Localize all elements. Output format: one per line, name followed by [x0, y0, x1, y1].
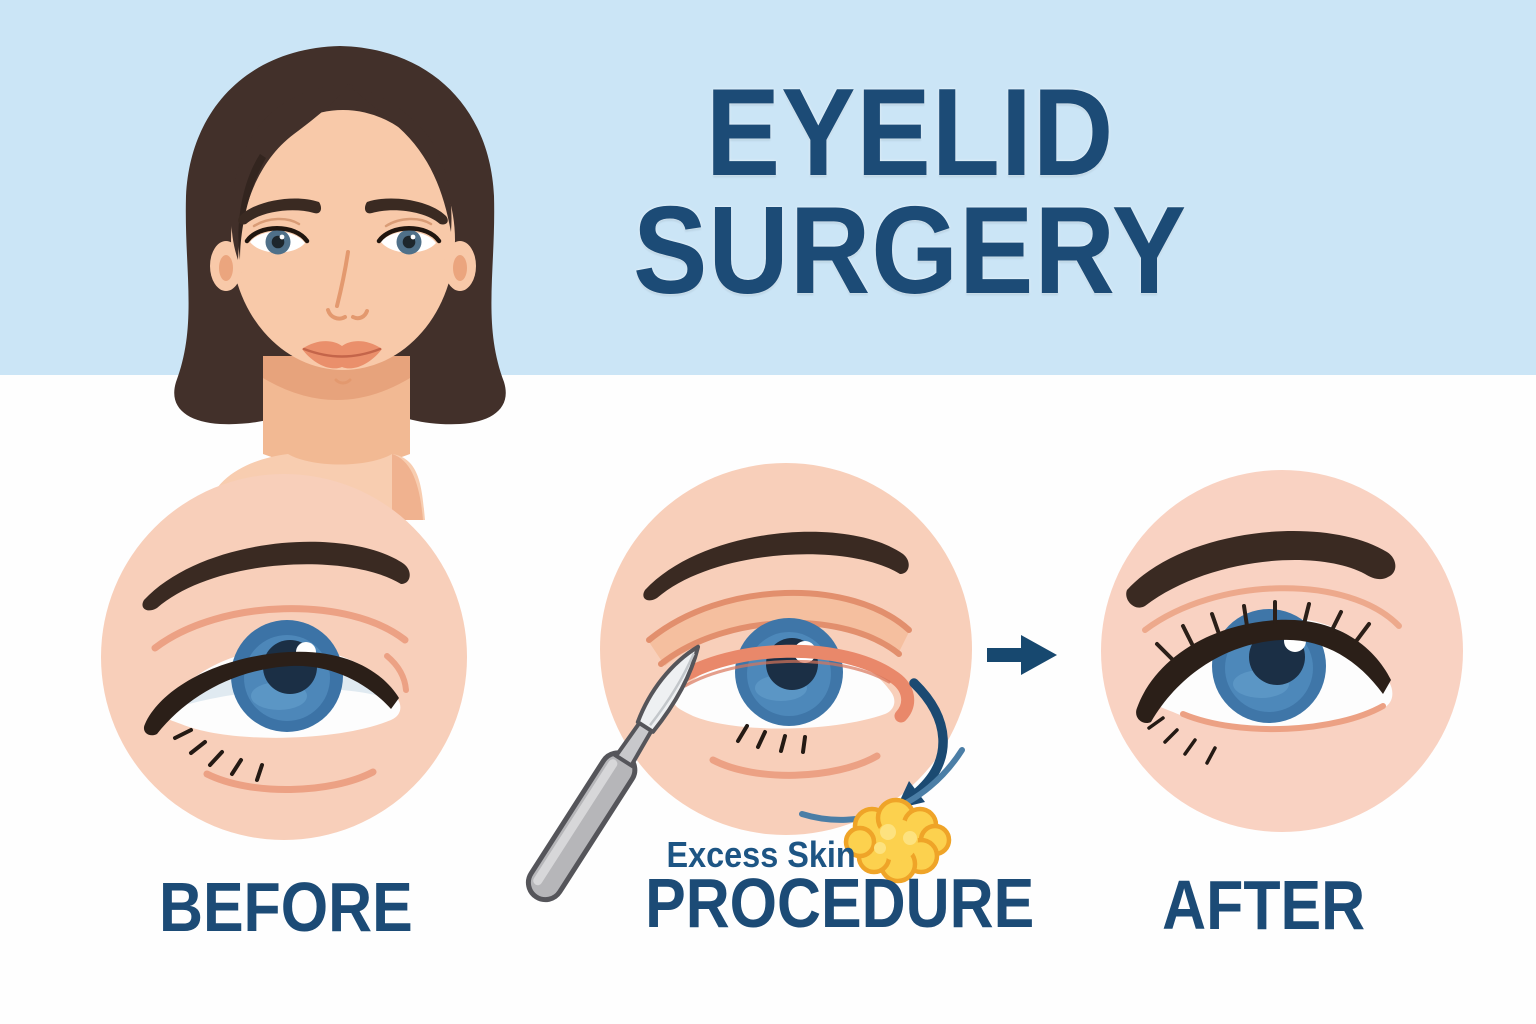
scalpel-icon	[525, 644, 701, 903]
hair-fringe-left	[231, 84, 348, 260]
before-crease-line	[151, 605, 409, 652]
after-eye-illustration	[1101, 470, 1463, 832]
before-crease-line-short	[384, 653, 409, 693]
procedure-incision-inner	[683, 659, 891, 688]
after-eyebrow	[1126, 530, 1396, 608]
hair-fringe-right	[348, 84, 452, 232]
ear-right-inner	[453, 255, 467, 281]
neck-shadow	[263, 356, 410, 400]
after-upper-lashes	[1155, 600, 1371, 662]
before-wrinkle-line	[203, 768, 377, 793]
page-title: EYELID SURGERY	[535, 64, 1285, 320]
procedure-label: PROCEDURE	[616, 868, 1036, 938]
procedure-incision-line	[670, 644, 915, 723]
eye-left	[244, 217, 310, 255]
nostril-left	[326, 308, 347, 321]
face	[231, 110, 455, 370]
before-label-text: BEFORE	[159, 868, 413, 946]
hair-strand-shadow	[238, 154, 266, 260]
before-eyebrow	[142, 541, 410, 611]
after-eyeliner	[1136, 619, 1391, 724]
lips-fill	[302, 341, 382, 369]
eye-left-crease	[252, 217, 301, 228]
eye-right-lashline	[376, 226, 442, 244]
eye-right-crease	[384, 217, 433, 228]
after-lower-lashes	[1147, 716, 1217, 765]
eye-right	[376, 217, 442, 255]
nostril-right	[351, 309, 369, 321]
eyebrow-left	[238, 198, 322, 225]
eye-left-glint	[279, 234, 285, 240]
procedure-heavy-lid	[649, 594, 909, 666]
nose-bridge	[335, 250, 350, 308]
procedure-eyebrow	[643, 531, 909, 601]
page-title-line1: EYELID	[705, 64, 1115, 202]
procedure-label-text: PROCEDURE	[645, 864, 1035, 942]
shoulder-shadow	[392, 454, 423, 520]
flow-arrow-icon	[987, 635, 1057, 675]
chin-crease	[334, 378, 352, 385]
before-eye-illustration	[101, 474, 467, 840]
before-label: BEFORE	[76, 872, 496, 942]
procedure-eye-illustration	[600, 463, 972, 835]
eye-left-lashline	[244, 226, 310, 244]
procedure-lower-lashes	[736, 724, 807, 754]
removal-arrow-icon	[896, 678, 948, 809]
ear-left-inner	[219, 255, 233, 281]
eye-right-glint	[410, 234, 416, 240]
before-eyeliner	[143, 651, 399, 736]
excess-skin-annotation-text: Excess Skin	[666, 834, 856, 875]
page-title-line2: SURGERY	[632, 182, 1188, 320]
before-lower-lashes	[173, 728, 264, 782]
procedure-wrinkle-line	[709, 752, 881, 779]
excess-skin-annotation: Excess Skin	[611, 836, 911, 874]
procedure-crease-upper	[646, 590, 912, 643]
after-lower-lid-line	[1180, 703, 1386, 733]
procedure-overlay	[525, 644, 965, 903]
eyebrow-right	[364, 198, 448, 225]
after-crease-line	[1142, 585, 1402, 633]
lips	[302, 341, 382, 385]
nose	[326, 250, 369, 321]
after-label: AFTER	[1054, 870, 1474, 940]
woman-portrait-illustration	[174, 46, 506, 520]
excess-skin-blob	[843, 797, 952, 884]
after-label-text: AFTER	[1162, 866, 1366, 944]
lips-midline	[302, 347, 382, 358]
